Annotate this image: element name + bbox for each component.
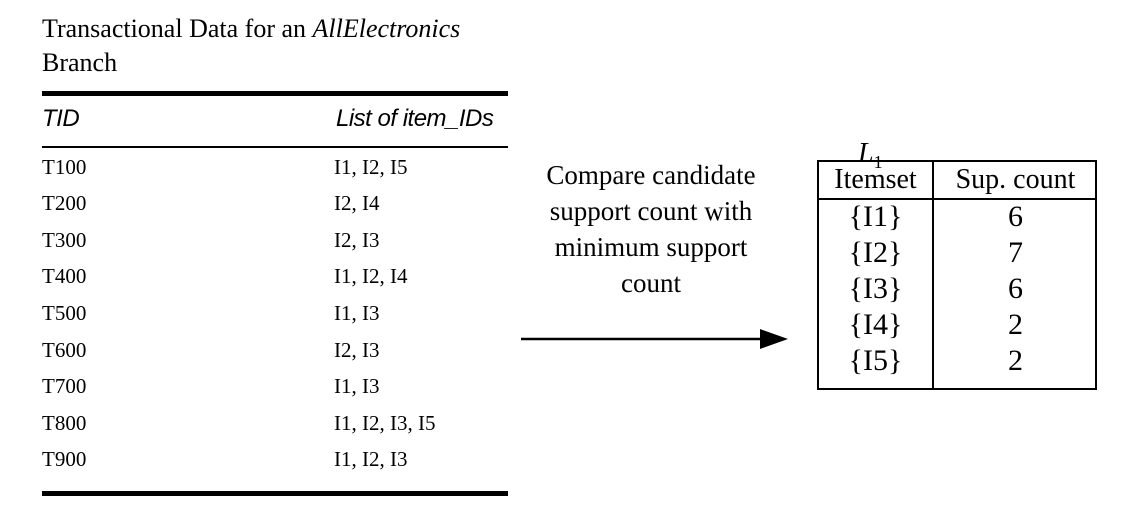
tid-cell: T400 bbox=[42, 264, 87, 288]
caption-company: AllElectronics bbox=[312, 14, 461, 43]
l1-row: {I3} 6 bbox=[819, 272, 1095, 308]
tid-cell: T700 bbox=[42, 374, 87, 398]
itemset-cell: {I3} bbox=[848, 272, 903, 305]
l1-row: {I5} 2 bbox=[819, 344, 1095, 380]
items-cell: I2, I4 bbox=[334, 191, 380, 215]
right-arrow-icon bbox=[521, 329, 788, 349]
l1-table: Itemset Sup. count {I1} 6 {I2} 7 {I3} 6 {I4… bbox=[817, 160, 1097, 390]
table-row: T400 I1, I2, I4 bbox=[42, 264, 508, 300]
table-row: T300 I2, I3 bbox=[42, 228, 508, 264]
items-cell: I1, I3 bbox=[334, 301, 380, 325]
annotation-line: support count with bbox=[549, 196, 753, 226]
l1-row: {I1} 6 bbox=[819, 200, 1095, 236]
tid-cell: T100 bbox=[42, 155, 87, 179]
items-cell: I1, I2, I3, I5 bbox=[334, 411, 436, 435]
count-cell: 2 bbox=[1008, 344, 1023, 377]
items-cell: I1, I3 bbox=[334, 374, 380, 398]
items-cell: I2, I3 bbox=[334, 228, 380, 252]
table-row: T600 I2, I3 bbox=[42, 338, 508, 374]
itemset-cell: {I2} bbox=[848, 236, 903, 269]
column-divider bbox=[932, 162, 934, 388]
count-cell: 6 bbox=[1008, 272, 1023, 305]
table-row: T200 I2, I4 bbox=[42, 191, 508, 227]
tid-cell: T800 bbox=[42, 411, 87, 435]
itemset-cell: {I1} bbox=[848, 200, 903, 233]
arrow-annotation: Compare candidate support count with min… bbox=[512, 157, 790, 301]
tid-cell: T300 bbox=[42, 228, 87, 252]
header-tid: TID bbox=[42, 105, 80, 132]
tid-cell: T500 bbox=[42, 301, 87, 325]
l1-row: {I2} 7 bbox=[819, 236, 1095, 272]
tid-cell: T600 bbox=[42, 338, 87, 362]
count-cell: 6 bbox=[1008, 200, 1023, 233]
table-row: T100 I1, I2, I5 bbox=[42, 155, 508, 191]
table-row: T700 I1, I3 bbox=[42, 374, 508, 410]
annotation-line: Compare candidate bbox=[546, 160, 756, 190]
caption-suffix: Branch bbox=[42, 48, 118, 77]
items-cell: I1, I2, I4 bbox=[334, 264, 408, 288]
items-cell: I2, I3 bbox=[334, 338, 380, 362]
header-divider bbox=[819, 198, 1095, 200]
tid-cell: T900 bbox=[42, 447, 87, 471]
header-rule bbox=[42, 146, 508, 148]
table-row: T800 I1, I2, I3, I5 bbox=[42, 411, 508, 447]
table-caption: Transactional Data for an AllElectronics… bbox=[42, 12, 522, 80]
annotation-line: count bbox=[621, 268, 681, 298]
table-row: T500 I1, I3 bbox=[42, 301, 508, 337]
header-sup-count: Sup. count bbox=[955, 164, 1076, 195]
table-row: T900 I1, I2, I3 bbox=[42, 447, 508, 483]
annotation-line: minimum support bbox=[554, 232, 748, 262]
itemset-cell: {I4} bbox=[848, 308, 903, 341]
caption-prefix: Transactional Data for an bbox=[42, 14, 313, 43]
l1-row: {I4} 2 bbox=[819, 308, 1095, 344]
header-item-list: List of item_IDs bbox=[336, 105, 494, 132]
items-cell: I1, I2, I3 bbox=[334, 447, 408, 471]
count-cell: 2 bbox=[1008, 308, 1023, 341]
table-bottom-rule bbox=[42, 491, 508, 496]
count-cell: 7 bbox=[1008, 236, 1023, 269]
header-itemset: Itemset bbox=[834, 164, 917, 195]
tid-cell: T200 bbox=[42, 191, 87, 215]
table-top-rule bbox=[42, 91, 508, 96]
itemset-cell: {I5} bbox=[848, 344, 903, 377]
items-cell: I1, I2, I5 bbox=[334, 155, 408, 179]
l1-label-subscript: 1 bbox=[873, 152, 883, 172]
